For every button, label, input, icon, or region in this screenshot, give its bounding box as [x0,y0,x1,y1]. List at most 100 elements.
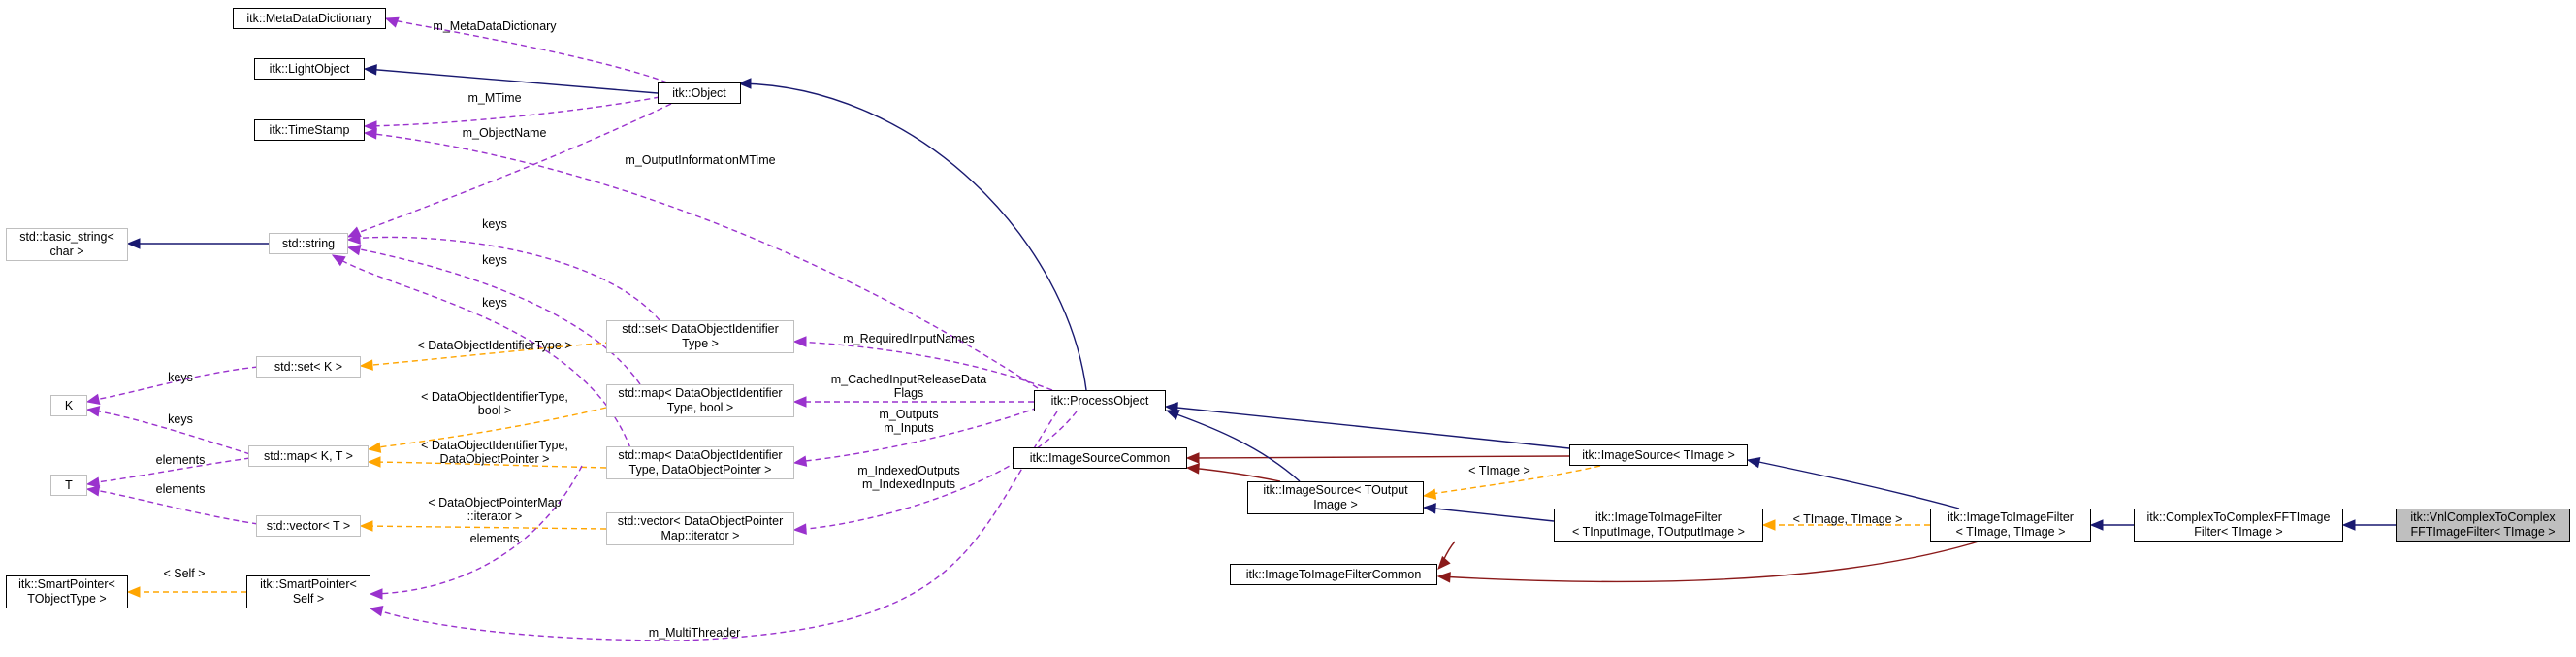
node-std-set-k[interactable]: std::set< K > [256,356,361,378]
edge-lightobject-arrowhead [363,64,377,76]
edge-label-keys-k-set: keys [168,371,193,384]
edge-k-map-arrowhead [85,406,101,417]
edge-processobject-tout-arrowhead [1165,410,1180,420]
edge-object-to-string-arrowhead [346,226,362,238]
edge-label-tmpl-map-bool: < DataObjectIdentifierType,bool > [421,390,568,417]
edge-keys-set-arrowhead [346,233,361,245]
node-smartpointer-self[interactable]: itk::SmartPointer<Self > [246,575,370,608]
edge-indexed-arrowhead [792,523,807,535]
edge-label-elements-smartptr: elements [469,532,520,545]
edge-i2ifcommon-tin-arrowhead [1437,555,1451,570]
edge-label-keys-k-map: keys [168,412,193,426]
edge-imgsrccommon-timg-arrowhead [1185,452,1200,464]
edge-tmpl-map-dop-arrowhead [367,456,381,468]
edge-label-tmpl-set: < DataObjectIdentifierType > [417,339,572,352]
node-std-map-k-t[interactable]: std::map< K, T > [248,445,369,467]
edge-c2cfft-vnl-arrowhead [2341,519,2356,531]
node-imagetoimagefiltercommon[interactable]: itk::ImageToImageFilterCommon [1230,564,1437,585]
edge-tmpl-vector-arrowhead [359,520,373,532]
edge-i2if-c2cfft-arrowhead [2089,519,2104,531]
edge-cachedflags-arrowhead [792,396,807,408]
node-timestamp[interactable]: itk::TimeStamp [254,119,365,141]
edge-lightobject [366,68,659,94]
edge-i2ifcommon-timg [1438,541,1980,583]
node-basic-string[interactable]: std::basic_string<char > [6,228,128,261]
edge-i2ifcommon-timg-arrowhead [1436,572,1451,583]
node-imagesourcecommon[interactable]: itk::ImageSourceCommon [1013,447,1187,469]
edge-keys-map-arrowhead [346,244,362,256]
edge-tout-i2if-tin-arrowhead [1422,503,1436,514]
edge-label-keys-vector: keys [482,296,507,310]
edge-imgsrccommon-timg [1188,455,1570,459]
edge-label-tmpl-timage: < TImage > [1468,464,1530,477]
edge-tmpl-self-arrowhead [126,586,141,598]
edge-label-m-requiredinputnames: m_RequiredInputNames [843,332,975,345]
edge-metadict-arrowhead [384,16,400,28]
edge-label-keys-map: keys [482,253,507,267]
edge-label-m-outputinformationmtime: m_OutputInformationMTime [625,153,776,167]
node-metadatadictionary[interactable]: itk::MetaDataDictionary [233,8,386,29]
edge-imgsrccommon-tout [1188,467,1281,482]
edge-tmpl-map-bool-arrowhead [367,442,382,453]
edge-mtime-arrowhead [363,120,377,132]
edge-label-keys-set: keys [482,217,507,231]
edge-processobject-timg [1167,406,1570,449]
edge-object-to-string [349,103,672,237]
node-processobject[interactable]: itk::ProcessObject [1034,390,1166,411]
edge-requiredinputnames-arrowhead [792,336,807,347]
node-smartpointer-tobjecttype[interactable]: itk::SmartPointer<TObjectType > [6,575,128,608]
node-imagesource-timage[interactable]: itk::ImageSource< TImage > [1569,444,1748,466]
node-t[interactable]: T [50,475,87,496]
edge-tmpl-timage-arrowhead [1422,488,1437,500]
edge-processobject-tout [1168,411,1301,482]
node-object[interactable]: itk::Object [658,82,741,104]
edge-multithreader-arrowhead [369,605,384,617]
edge-elements-smartptr [371,465,583,595]
edge-elements-smartptr-arrowhead [369,588,383,600]
node-imagetoimagefilter-tinput-toutput[interactable]: itk::ImageToImageFilter< TInputImage, TO… [1554,509,1763,542]
edge-tmpl-vector [362,525,607,530]
edge-i2ifcommon-tin [1438,541,1456,569]
edge-keys-map [349,246,641,385]
edge-t-vector-arrowhead [85,485,101,497]
edge-k-set-arrowhead [85,393,101,406]
edge-outputs-inputs-arrowhead [792,455,808,467]
node-std-vector-t[interactable]: std::vector< T > [256,515,361,537]
edge-label-elements-t-vector: elements [155,482,206,496]
edge-timg-i2if [1749,459,1960,509]
edge-label-tmpl-map-dop: < DataObjectIdentifierType,DataObjectPoi… [421,439,568,466]
edge-label-tmpl-self: < Self > [163,567,206,580]
edge-imgsrccommon-tout-arrowhead [1185,463,1200,475]
node-lightobject[interactable]: itk::LightObject [254,58,365,80]
edge-processobject-timg-arrowhead [1164,402,1178,413]
edge-label-tmpl-timage-timage: < TImage, TImage > [1792,512,1903,526]
node-k[interactable]: K [50,395,87,416]
node-imagetoimagefilter-timage-timage[interactable]: itk::ImageToImageFilter< TImage, TImage … [1930,509,2091,542]
edge-keys-vector-arrowhead [331,254,346,267]
edge-tmpl-set-arrowhead [359,359,373,371]
node-std-string[interactable]: std::string [269,233,348,254]
edge-basicstring-arrowhead [126,238,141,249]
edge-keys-vector [334,255,631,449]
edge-tmpl-timage-timage-arrowhead [1761,519,1776,531]
edge-t-map-arrowhead [85,476,101,488]
edge-label-tmpl-vector: < DataObjectPointerMap::iterator > [428,496,562,523]
edge-label-m-objectname: m_ObjectName [462,126,547,140]
edge-label-m-metadatadictionary: m_MetaDataDictionary [433,19,557,33]
edge-label-m-multithreader: m_MultiThreader [648,626,741,640]
edge-label-m-mtime: m_MTime [467,91,522,105]
edge-objectname-arrowhead [363,128,377,140]
edge-timg-i2if-arrowhead [1746,456,1761,469]
